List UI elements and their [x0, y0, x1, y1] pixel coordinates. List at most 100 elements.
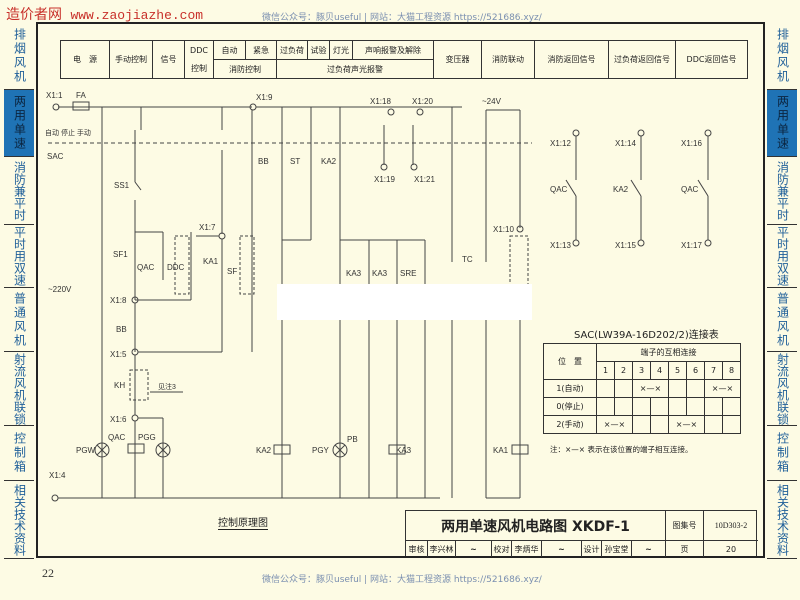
watermark-site-url: www.zaojiazhe.com	[70, 8, 204, 23]
tab-label: 普通风机	[775, 291, 790, 348]
svg-text:KA2: KA2	[256, 446, 272, 455]
side-tab-dual-single-speed[interactable]: 两用单速	[767, 90, 797, 157]
sac-col-terminals: 端子的互相连接	[596, 343, 741, 362]
checker-name: 李炳华	[512, 541, 542, 557]
sac-label: SAC	[47, 152, 64, 161]
signature-row: 审核 李兴林 ~ 校对 李炳华 ~ 设计 孙宝堂 ~ 页 20	[406, 541, 758, 557]
side-tabs-right: 排烟风机 两用单速 消防兼平时 平时用双速 普通风机 射流风机联锁 控制箱 相关…	[767, 22, 797, 559]
hdr-signal: 信号	[152, 40, 185, 79]
side-tab-jet-fan[interactable]: 射流风机联锁	[767, 352, 797, 426]
side-tab-tech-docs[interactable]: 相关技术资料	[4, 481, 34, 559]
sac-row-position: 2(手动)	[543, 415, 597, 434]
tab-label: 排烟风机	[12, 27, 27, 84]
watermark-top: 微信公众号：豚贝useful | 网站：大猫工程资源 https://52168…	[262, 13, 542, 23]
schematic-labels: X1:1 FA X1:9 X1:18 X1:20 ~24V 自动 停止 手动 S…	[45, 91, 702, 480]
svg-text:X1:9: X1:9	[256, 93, 273, 102]
atlas-number: 10D303-2	[704, 511, 758, 541]
tab-label: 两用单速	[12, 95, 27, 151]
tab-label: 射流风机联锁	[12, 352, 27, 425]
side-tab-exhaust-fan[interactable]: 排烟风机	[4, 22, 34, 90]
terminal-x1-1: X1:1	[46, 91, 63, 100]
function-header-table: 电 源 手动控制 信号 DDC 自动 紧急 过负荷 试验 灯光 声响报警及解除 …	[60, 40, 748, 79]
svg-text:X1:20: X1:20	[412, 97, 433, 106]
svg-text:SS1: SS1	[114, 181, 130, 190]
side-tab-common-fan[interactable]: 普通风机	[767, 288, 797, 352]
svg-text:X1:18: X1:18	[370, 97, 391, 106]
side-tab-fire-normal[interactable]: 消防兼平时	[4, 157, 34, 225]
svg-text:X1:17: X1:17	[681, 241, 702, 250]
reviewer-name: 李兴林	[428, 541, 456, 557]
side-tab-control-box[interactable]: 控制箱	[4, 426, 34, 481]
tab-label: 排烟风机	[775, 27, 790, 84]
side-tab-jet-fan[interactable]: 射流风机联锁	[4, 352, 34, 426]
watermark-site-name: 造价者网	[6, 7, 62, 23]
fuse-label: FA	[76, 91, 86, 100]
side-tab-tech-docs[interactable]: 相关技术资料	[767, 481, 797, 559]
svg-text:X1:8: X1:8	[110, 296, 127, 305]
hdr-manual-control: 手动控制	[109, 40, 153, 79]
fuse-fa	[72, 101, 90, 111]
kh-note: 见注3	[158, 382, 176, 391]
svg-text:X1:14: X1:14	[615, 139, 636, 148]
terminal-no: 3	[632, 361, 651, 380]
side-tab-common-fan[interactable]: 普通风机	[4, 288, 34, 352]
sac-connection-table: 位 置 端子的互相连接 1 2 3 4 5 6 7 8 1(自动) ×—× ×—…	[543, 343, 741, 434]
checker-signature: ~	[542, 541, 582, 557]
svg-text:X1:7: X1:7	[199, 223, 216, 232]
sac-row-auto: 1(自动) ×—× ×—×	[543, 379, 741, 398]
svg-text:QAC: QAC	[681, 185, 699, 194]
redacted-area	[277, 284, 532, 320]
review-label: 审核	[406, 541, 428, 557]
svg-text:QAC: QAC	[550, 185, 568, 194]
terminal-no: 2	[614, 361, 633, 380]
svg-text:QAC: QAC	[137, 263, 155, 272]
sac-table-note: 注：×—× 表示在该位置的端子相互连接。	[550, 445, 693, 454]
svg-text:KA3: KA3	[396, 446, 412, 455]
terminal-no: 7	[704, 361, 723, 380]
hdr-overload-return: 过负荷返回信号	[608, 40, 676, 79]
page-number: 22	[42, 566, 54, 580]
svg-text:ST: ST	[290, 157, 300, 166]
tab-label: 两用单速	[775, 95, 790, 151]
svg-text:X1:13: X1:13	[550, 241, 571, 250]
svg-text:TC: TC	[462, 255, 473, 264]
watermark-site: 造价者网 www.zaojiazhe.com	[6, 4, 203, 24]
svg-text:X1:10: X1:10	[493, 225, 514, 234]
side-tab-normal-dual-speed[interactable]: 平时用双速	[767, 225, 797, 288]
page-value: 20	[725, 544, 737, 554]
side-tab-dual-single-speed[interactable]: 两用单速	[4, 90, 34, 157]
tab-label: 射流风机联锁	[775, 352, 790, 425]
tab-label: 控制箱	[12, 432, 27, 474]
design-label: 设计	[582, 541, 602, 557]
svg-text:KA3: KA3	[346, 269, 362, 278]
svg-text:SF1: SF1	[113, 250, 128, 259]
sac-positions: 自动 停止 手动	[45, 128, 91, 137]
hdr-fire-linkage: 消防联动	[481, 40, 535, 79]
svg-text:X1:12: X1:12	[550, 139, 571, 148]
connection-1-2: ×—×	[596, 415, 633, 434]
side-tab-control-box[interactable]: 控制箱	[767, 426, 797, 481]
sac-row-manual: 2(手动) ×—× ×—×	[543, 415, 741, 434]
page-label: 页	[666, 541, 704, 557]
svg-text:SRE: SRE	[400, 269, 416, 278]
hdr-power: 电 源	[60, 40, 110, 79]
designer-signature: ~	[632, 541, 666, 557]
voltage-24v: ~24V	[482, 97, 502, 106]
drawing-title: 两用单速风机电路图 XKDF-1	[406, 511, 666, 541]
side-tab-exhaust-fan[interactable]: 排烟风机	[767, 22, 797, 90]
tab-label: 消防兼平时	[775, 160, 790, 221]
svg-text:KA3: KA3	[372, 269, 388, 278]
svg-text:X1:5: X1:5	[110, 350, 127, 359]
terminal-no: 1	[596, 361, 615, 380]
svg-text:X1:16: X1:16	[681, 139, 702, 148]
svg-text:X1:4: X1:4	[49, 471, 66, 480]
connection-5-6: ×—×	[668, 415, 705, 434]
terminal-no: 5	[668, 361, 687, 380]
sac-row-stop: 0(停止)	[543, 397, 741, 416]
hdr-fire-control: 消防控制	[213, 59, 277, 79]
svg-text:BB: BB	[116, 325, 127, 334]
side-tab-normal-dual-speed[interactable]: 平时用双速	[4, 225, 34, 288]
tab-label: 消防兼平时	[12, 160, 27, 221]
side-tab-fire-normal[interactable]: 消防兼平时	[767, 157, 797, 225]
